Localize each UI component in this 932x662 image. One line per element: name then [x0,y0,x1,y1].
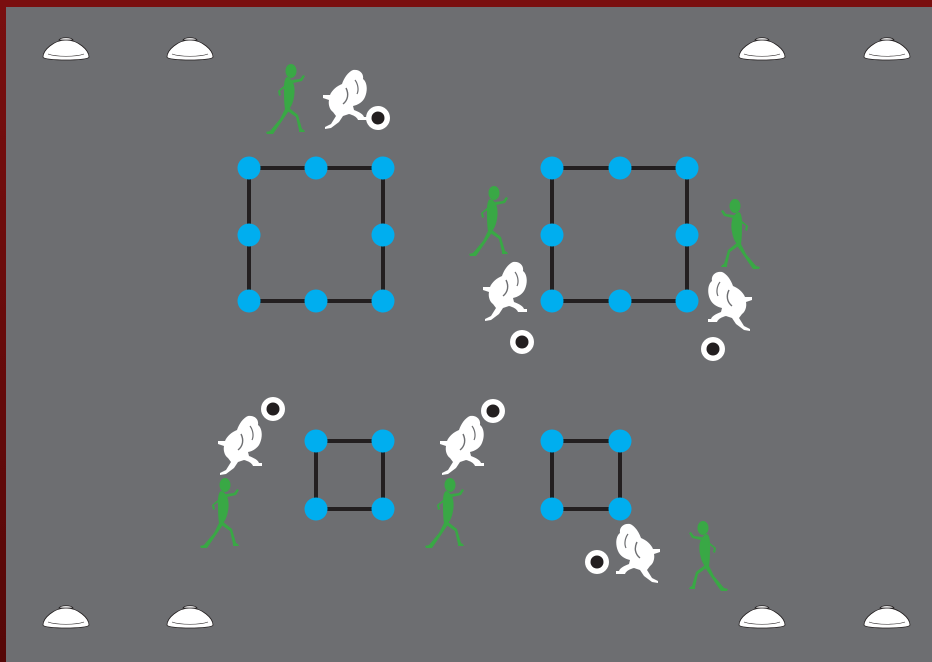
ball-icon [585,550,609,574]
dot-marker-icon [676,157,699,180]
dot-marker-icon [541,430,564,453]
dot-marker-icon [609,157,632,180]
dot-marker-icon [372,224,395,247]
dot-marker-icon [238,224,261,247]
dot-marker-icon [372,430,395,453]
dot-marker-icon [541,498,564,521]
ball-icon [366,106,390,130]
dot-marker-icon [541,290,564,313]
dot-marker-icon [238,157,261,180]
dot-marker-icon [238,290,261,313]
dot-marker-icon [305,430,328,453]
dot-marker-icon [609,498,632,521]
dot-marker-icon [676,290,699,313]
ball-icon [481,399,505,423]
dot-marker-icon [372,498,395,521]
dot-marker-icon [676,224,699,247]
dot-marker-icon [305,290,328,313]
dot-marker-icon [305,498,328,521]
dot-marker-icon [609,430,632,453]
ball-icon [701,337,725,361]
field-surface [6,7,932,662]
ball-icon [510,330,534,354]
dot-marker-icon [372,157,395,180]
dot-marker-icon [305,157,328,180]
dot-marker-icon [541,157,564,180]
dot-marker-icon [372,290,395,313]
ball-icon [261,397,285,421]
training-field [6,7,932,662]
dot-marker-icon [609,290,632,313]
dot-marker-icon [541,224,564,247]
